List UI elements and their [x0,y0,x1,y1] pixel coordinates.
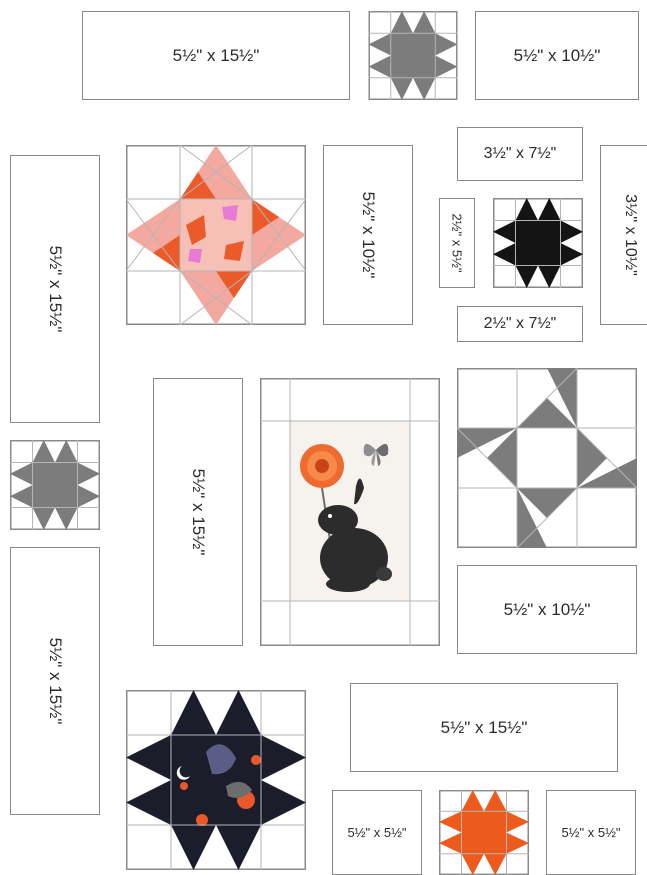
sawtooth-star-icon [493,198,583,288]
piece-right-tall: 3½" x 10½" [600,145,647,325]
pink-floral-star-block [126,145,306,325]
piece-size-label: 5½" x 10½" [358,192,378,279]
sawtooth-star-icon [10,440,100,530]
sawtooth-star-icon [368,11,458,100]
sawtooth-star-print-icon [126,690,306,870]
gray-star-block-top [368,11,458,100]
piece-size-label: 5½" x 15½" [83,12,349,99]
piece-middle-tall: 5½" x 15½" [153,378,243,646]
piece-size-label: 5½" x 15½" [45,246,65,333]
piece-top-left: 5½" x 15½" [82,11,350,100]
piece-size-label: 2½" x 5½" [450,213,465,272]
piece-top-right: 5½" x 10½" [475,11,639,100]
gray-star-block-left [10,440,100,530]
piece-size-label: 5½" x 5½" [547,791,635,874]
black-star-block [493,198,583,288]
piece-right-mid: 5½" x 10½" [457,565,637,654]
piece-upper-small: 3½" x 7½" [457,127,583,181]
piece-left-upper: 5½" x 15½" [10,155,100,423]
piece-size-label: 2½" x 7½" [458,307,582,341]
rabbit-flower-icon [260,378,440,646]
piece-size-label: 5½" x 10½" [476,12,638,99]
orange-star-block [439,790,529,875]
sawtooth-star-icon [439,790,529,875]
ohio-star-icon [457,368,637,548]
piece-below-small: 2½" x 7½" [457,306,583,342]
piece-size-label: 3½" x 10½" [621,194,639,276]
piece-size-label: 5½" x 10½" [458,566,636,653]
ohio-star-floral-icon [126,145,306,325]
piece-size-label: 5½" x 5½" [333,791,421,874]
piece-size-label: 5½" x 15½" [188,469,208,556]
large-gray-star-block [457,368,637,548]
piece-bottom-square-left: 5½" x 5½" [332,790,422,875]
piece-bottom-square-right: 5½" x 5½" [546,790,636,875]
piece-size-label: 5½" x 15½" [351,684,617,771]
rabbit-panel-block [260,378,440,646]
piece-size-label: 3½" x 7½" [458,128,582,180]
piece-narrow: 2½" x 5½" [439,198,475,288]
piece-size-label: 5½" x 15½" [45,638,65,725]
piece-left-lower: 5½" x 15½" [10,547,100,815]
piece-bottom-wide: 5½" x 15½" [350,683,618,772]
piece-center-tall: 5½" x 10½" [323,145,413,325]
navy-print-star-block [126,690,306,870]
